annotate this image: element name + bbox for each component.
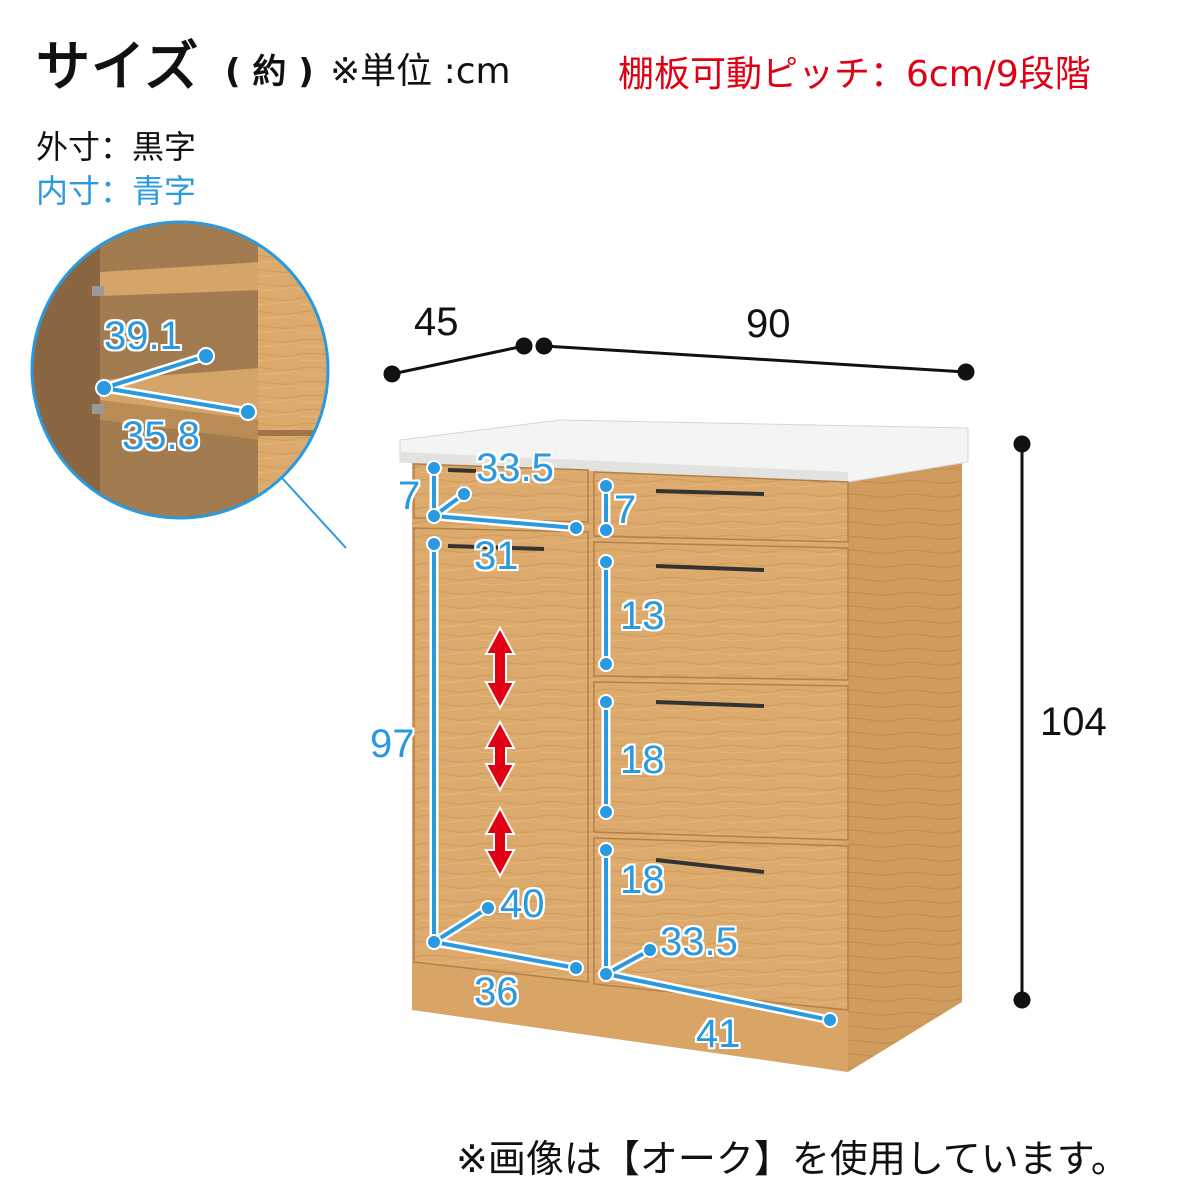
unit-note: ※単位 :cm [330, 51, 511, 92]
dim-drawer3-height: 18 [620, 738, 665, 782]
dim-shelf-depth: 39.1 [104, 314, 182, 358]
zoom-circle-border [30, 220, 330, 520]
drawer-right-3 [593, 681, 849, 841]
dim-drawer-top-left-width: 33.5 [476, 446, 554, 490]
drawer-right-2 [593, 541, 849, 681]
title-approx: ( 約 ) [225, 52, 314, 92]
dim-door-height: 97 [370, 722, 415, 766]
dim-drawer-top-left-height: 7 [398, 474, 421, 518]
page-title: サイズ [36, 35, 200, 98]
dim-door-width: 31 [474, 534, 519, 578]
drawer-right-4 [593, 837, 849, 1011]
shelf-adjust-arrows [484, 625, 516, 879]
dim-drawer4-width: 41 [696, 1012, 741, 1056]
footer-note: ※画像は【オーク】を使用しています。 [456, 1137, 1129, 1181]
dim-drawer2-height: 13 [620, 594, 665, 638]
shelf-pitch-note: 棚板可動ピッチ：6cm/9段階 [618, 54, 1091, 95]
dim-door-bottom-width: 36 [474, 970, 519, 1014]
dim-height: 104 [1040, 700, 1107, 744]
dim-door-depth: 40 [500, 882, 545, 926]
dim-drawer-top-right-height: 7 [614, 488, 637, 532]
drawer-top-left [413, 463, 589, 523]
dim-drawer4-height: 18 [620, 858, 665, 902]
dim-depth: 45 [414, 300, 459, 344]
legend-inner: 内寸：青字 [36, 172, 197, 210]
dim-drawer4-depth: 33.5 [660, 920, 738, 964]
zoom-leader-line [281, 477, 347, 549]
legend-outer: 外寸：黒字 [36, 128, 197, 166]
dim-width: 90 [746, 302, 791, 346]
cabinet-side-panel [848, 452, 962, 1072]
dim-shelf-width: 35.8 [122, 414, 200, 458]
inner-dimension-lines [426, 460, 838, 1028]
outer-dimension-lines [383, 337, 1031, 1009]
